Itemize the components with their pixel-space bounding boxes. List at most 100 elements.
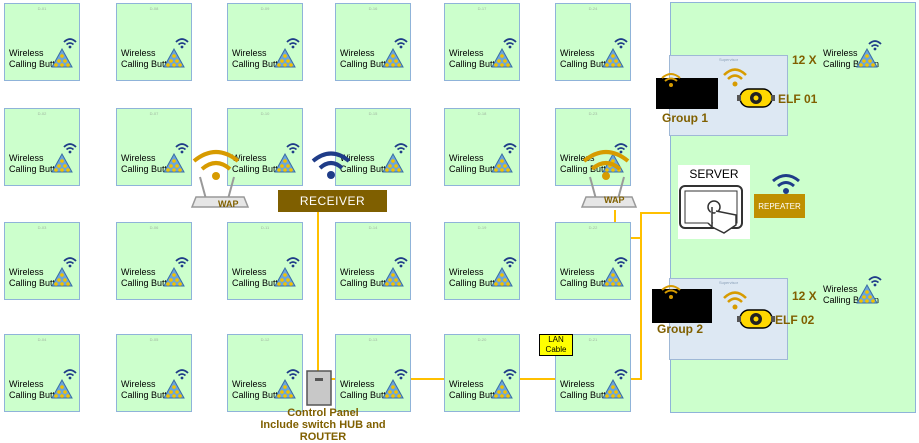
receiver-box: RECEIVER bbox=[278, 190, 387, 212]
calling-button-icon bbox=[856, 47, 878, 73]
group-1-label: Group 1 bbox=[662, 111, 709, 125]
server: SERVER bbox=[678, 165, 750, 239]
calling-button-label: Wireless Calling Button bbox=[9, 267, 66, 288]
calling-button-icon bbox=[51, 152, 73, 178]
wap-router-icon bbox=[190, 150, 250, 208]
wifi-icon bbox=[63, 367, 77, 385]
wifi-icon bbox=[286, 141, 300, 159]
wifi-icon bbox=[63, 255, 77, 273]
wifi-icon bbox=[723, 68, 747, 87]
calling-button-label: Wireless Calling Button bbox=[9, 153, 66, 174]
elf-01-label: ELF 01 bbox=[778, 92, 818, 106]
room-id: D-21 bbox=[588, 337, 598, 342]
wap-1-label: WAP bbox=[218, 199, 239, 209]
room-id: D-15 bbox=[368, 111, 378, 116]
room-id: D-01 bbox=[37, 6, 47, 11]
calling-button-icon bbox=[382, 47, 404, 73]
room-id: D-09 bbox=[260, 6, 270, 11]
calling-button-icon bbox=[382, 152, 404, 178]
room-id: D-06 bbox=[149, 225, 159, 230]
receiver-label: RECEIVER bbox=[299, 194, 366, 208]
group-2-device bbox=[652, 289, 712, 323]
room-id: D-14 bbox=[368, 225, 378, 230]
calling-button-label: Wireless Calling Button bbox=[449, 379, 506, 400]
control-panel-icon bbox=[306, 370, 332, 406]
calling-button-icon bbox=[856, 283, 878, 309]
repeater-box: REPEATER bbox=[754, 194, 805, 218]
calling-button-label: Wireless Calling Button bbox=[560, 153, 617, 174]
calling-button-label: Wireless Calling Button bbox=[121, 379, 178, 400]
calling-button-label: Wireless Calling Button bbox=[449, 153, 506, 174]
wifi-icon bbox=[394, 141, 408, 159]
calling-button-icon bbox=[51, 47, 73, 73]
calling-button-icon bbox=[491, 378, 513, 404]
calling-button-label: Wireless Calling Button bbox=[340, 153, 397, 174]
room-id: D-18 bbox=[477, 111, 487, 116]
wifi-icon bbox=[175, 367, 189, 385]
room-id: D-03 bbox=[37, 225, 47, 230]
calling-button-icon bbox=[491, 266, 513, 292]
calling-button-label: Wireless Calling Button bbox=[121, 267, 178, 288]
group-1-device bbox=[656, 78, 718, 109]
room-id: D-16 bbox=[368, 6, 378, 11]
touchscreen-icon bbox=[679, 185, 743, 234]
wifi-icon bbox=[614, 36, 628, 54]
calling-button-label: Wireless Calling Button bbox=[232, 48, 289, 69]
group-1-caption: Supervisor bbox=[718, 57, 739, 62]
calling-button-icon bbox=[51, 378, 73, 404]
wifi-icon bbox=[63, 36, 77, 54]
wifi-icon bbox=[63, 141, 77, 159]
elf-device-icon bbox=[737, 88, 775, 108]
wifi-icon bbox=[503, 36, 517, 54]
wifi-icon bbox=[394, 367, 408, 385]
bottom-count-label: 12 X bbox=[792, 289, 817, 303]
wifi-icon bbox=[614, 255, 628, 273]
room-id: D-19 bbox=[477, 225, 487, 230]
calling-button-label: Wireless Calling Button bbox=[449, 48, 506, 69]
wifi-icon bbox=[661, 73, 681, 87]
room-id: D-12 bbox=[260, 337, 270, 342]
calling-button-label: Wireless Calling Button bbox=[232, 267, 289, 288]
elf-device-icon bbox=[737, 309, 775, 329]
group-2-label: Group 2 bbox=[657, 322, 704, 336]
wifi-icon bbox=[868, 274, 882, 292]
calling-button-label: Wireless Calling Button bbox=[340, 267, 397, 288]
calling-button-icon bbox=[382, 378, 404, 404]
room-id: D-10 bbox=[260, 111, 270, 116]
wifi-icon bbox=[311, 151, 351, 179]
room-id: D-04 bbox=[37, 337, 47, 342]
wifi-icon bbox=[286, 367, 300, 385]
room-id: D-02 bbox=[37, 111, 47, 116]
wifi-icon bbox=[503, 141, 517, 159]
room-id: D-05 bbox=[149, 337, 159, 342]
calling-button-icon bbox=[163, 378, 185, 404]
wifi-icon bbox=[614, 367, 628, 385]
wap-router-icon bbox=[580, 150, 638, 208]
room-id: D-23 bbox=[588, 111, 598, 116]
calling-button-label: Wireless Calling Button bbox=[121, 48, 178, 69]
calling-button-label: Wireless Calling Button bbox=[9, 379, 66, 400]
room-id: D-20 bbox=[477, 337, 487, 342]
room-id: D-13 bbox=[368, 337, 378, 342]
calling-button-icon bbox=[274, 378, 296, 404]
calling-button-icon bbox=[163, 47, 185, 73]
elf-02-label: ELF 02 bbox=[775, 313, 815, 327]
wap-2-label: WAP bbox=[604, 195, 625, 205]
calling-button-icon bbox=[602, 266, 624, 292]
